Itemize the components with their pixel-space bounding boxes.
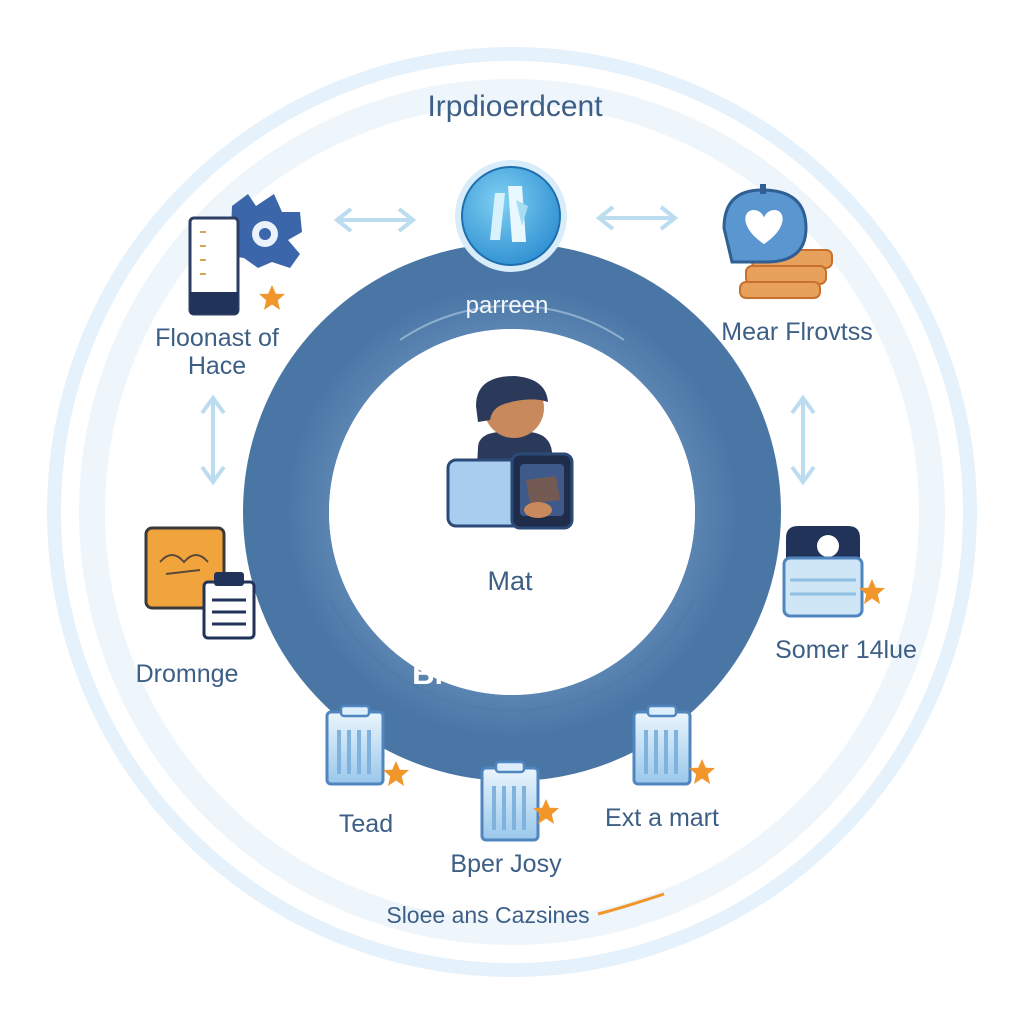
server-gear-icon[interactable] xyxy=(188,194,302,316)
center-label: Mat xyxy=(487,566,533,596)
diagram-title: Irpdioerdcent xyxy=(427,90,603,123)
document-archive-icon[interactable] xyxy=(144,526,256,640)
node-bottom-left-label: Tead xyxy=(338,810,394,838)
node-bottom-right-label: Ext a mart xyxy=(605,804,719,832)
node-bottom-mid-label: Bper Josy xyxy=(450,850,562,878)
inner-ring-bottom-label: Brrsiotems xyxy=(412,656,576,691)
inner-ring-top-label: parreen xyxy=(465,292,549,319)
node-top-right-label: Mear Flrovtss xyxy=(721,318,873,346)
figure-badge-icon[interactable] xyxy=(455,160,567,272)
node-top-left-label-1: Floonast of xyxy=(155,324,279,352)
node-right-label: Somer 14lue xyxy=(775,636,917,664)
node-left-label: Dromnge xyxy=(135,660,239,688)
camera-card-icon[interactable] xyxy=(782,526,885,618)
node-top-left-label-2: Hace xyxy=(187,352,247,380)
person-icon[interactable] xyxy=(446,376,574,530)
footer-swoosh xyxy=(597,892,665,916)
outer-ring-inner xyxy=(79,79,945,945)
heart-chat-icon[interactable] xyxy=(722,184,833,299)
middle-ring xyxy=(243,243,781,781)
footer-label: Sloee ans Cazsines xyxy=(386,902,590,928)
